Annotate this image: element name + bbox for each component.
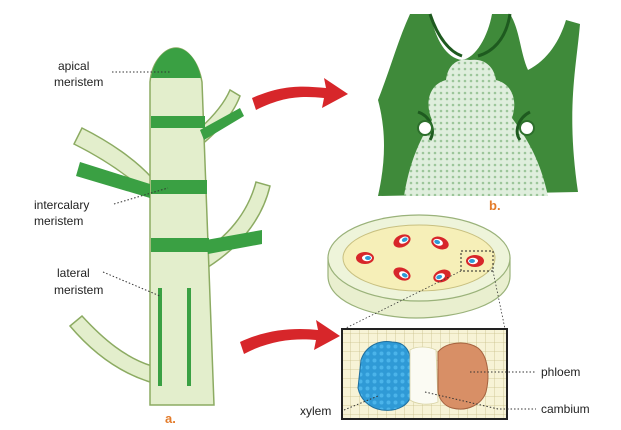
label-lateral-line1: lateral xyxy=(57,266,90,280)
label-phloem: phloem xyxy=(541,365,580,379)
shoot-apex-micrograph xyxy=(375,8,583,202)
stem-cross-section-disc xyxy=(328,215,510,318)
arrow-to-b xyxy=(252,78,348,110)
cambium-region xyxy=(410,347,438,404)
label-xylem: xylem xyxy=(300,404,331,418)
phloem-region xyxy=(438,343,488,409)
label-lateral-line2: meristem xyxy=(54,283,103,297)
arrow-to-cross-section xyxy=(240,320,340,354)
panel-letter-a: a. xyxy=(165,411,176,426)
xylem-region xyxy=(358,342,412,411)
intercalary-band-2 xyxy=(151,180,207,194)
intercalary-band-1 xyxy=(151,116,205,128)
apical-meristem-band xyxy=(151,48,201,78)
label-cambium: cambium xyxy=(541,402,590,416)
branch-lower-left xyxy=(70,316,152,382)
label-apical-line1: apical xyxy=(58,59,89,73)
label-intercalary-line1: intercalary xyxy=(34,198,89,212)
vascular-bundle-zoom xyxy=(342,329,507,419)
label-apical-line2: meristem xyxy=(54,75,103,89)
lateral-meristem-line-right xyxy=(187,288,191,386)
lateral-meristem-line-left xyxy=(158,288,162,386)
panel-letter-b: b. xyxy=(489,198,501,213)
intercalary-band-3 xyxy=(151,238,209,252)
label-intercalary-line2: meristem xyxy=(34,214,83,228)
stem-illustration xyxy=(70,48,270,405)
